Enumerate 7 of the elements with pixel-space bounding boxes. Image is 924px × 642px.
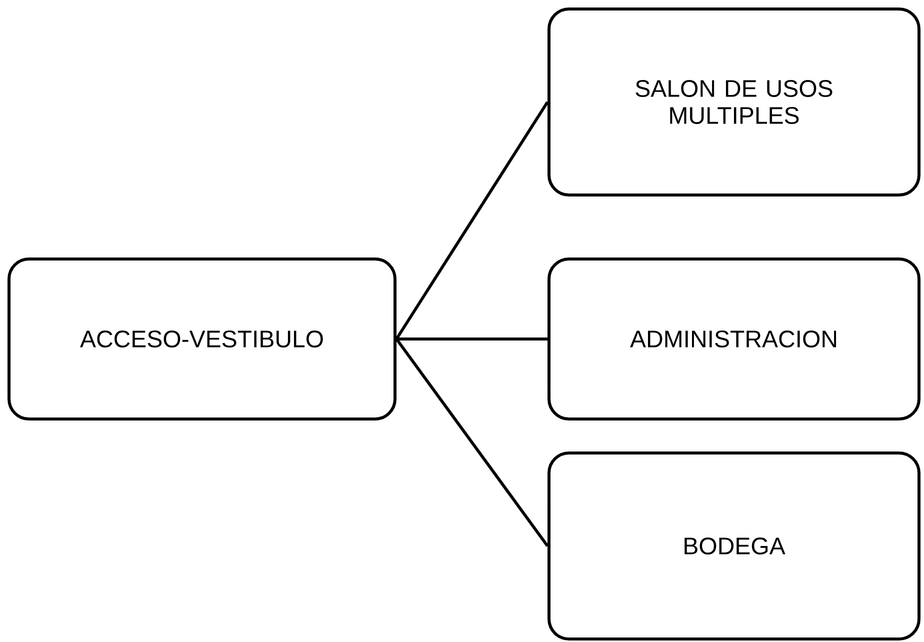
connector-line	[396, 338, 548, 340]
process-box: BODEGA	[548, 452, 920, 640]
process-box: ADMINISTRACION	[548, 258, 920, 420]
process-box: ACCESO-VESTIBULO	[8, 258, 396, 420]
connector-line	[395, 101, 549, 340]
connector-line	[395, 338, 549, 547]
process-box: SALON DE USOS MULTIPLES	[548, 8, 920, 196]
